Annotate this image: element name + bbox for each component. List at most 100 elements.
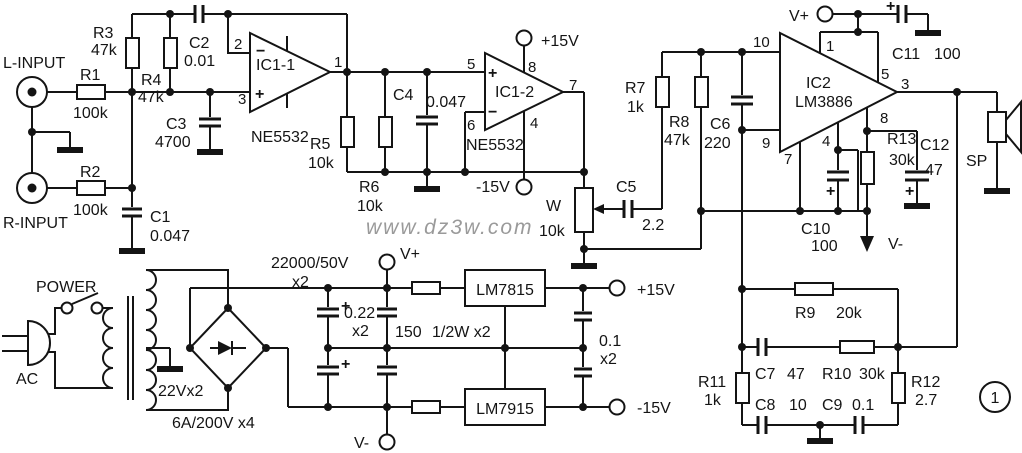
resistor-r2 bbox=[76, 180, 106, 196]
c4-val: 0.047 bbox=[426, 94, 466, 111]
main-caps-qty: x2 bbox=[292, 274, 309, 291]
minus15-preamp-label: -15V bbox=[476, 179, 510, 196]
r4-ref: R4 bbox=[141, 72, 162, 89]
r12-val: 2.7 bbox=[915, 392, 937, 409]
vplus-amp-label: V+ bbox=[789, 8, 809, 25]
r6-ref: R6 bbox=[359, 179, 380, 196]
bridge-label: 6A/200V x4 bbox=[172, 415, 255, 432]
r9-val: 20k bbox=[836, 305, 863, 322]
terminal-minus15-preamp bbox=[515, 178, 533, 196]
r9-ref: R9 bbox=[795, 305, 816, 322]
vminus-psu-label: V- bbox=[354, 435, 369, 452]
c11-val: 100 bbox=[934, 46, 961, 63]
r8-ref: R8 bbox=[669, 114, 690, 131]
ic1b-pin7: 7 bbox=[569, 77, 577, 94]
c12-val: 47 bbox=[925, 162, 943, 179]
terminal-vplus-amp bbox=[816, 5, 834, 23]
ic1b-ref: IC1-2 bbox=[495, 84, 534, 101]
plus15-preamp-label: +15V bbox=[541, 33, 579, 50]
vminus-arrow-icon bbox=[860, 236, 874, 252]
terminal-minus15-psu bbox=[608, 398, 626, 416]
series-res-val: 150 bbox=[395, 324, 422, 341]
ic-symbols bbox=[249, 31, 900, 426]
resistor-r11 bbox=[735, 372, 750, 404]
minus15-psu-label: -15V bbox=[637, 400, 671, 417]
r1-val: 100k bbox=[73, 105, 109, 122]
c7-val: 47 bbox=[787, 366, 805, 383]
lm7915-label: LM7915 bbox=[476, 401, 534, 418]
c3-val: 4700 bbox=[155, 134, 191, 151]
c12-plus-icon: + bbox=[905, 183, 914, 200]
ground-symbols bbox=[57, 30, 1010, 444]
resistor-150-top bbox=[411, 281, 441, 295]
resistor-150-bottom bbox=[411, 400, 441, 414]
ic1b-pin5: 5 bbox=[467, 56, 475, 73]
resistor-r6 bbox=[378, 116, 393, 148]
c7-ref: C7 bbox=[755, 366, 776, 383]
power-amp-ic2 bbox=[779, 31, 900, 154]
ic1a-part: NE5532 bbox=[251, 129, 309, 146]
opamp-ic1-2 bbox=[484, 51, 566, 132]
resistor-r5 bbox=[340, 116, 355, 148]
ic1b-pin6: 6 bbox=[467, 117, 475, 134]
out-caps-val: 0.1 bbox=[599, 333, 621, 350]
r2-val: 100k bbox=[73, 202, 109, 219]
resistors bbox=[76, 37, 906, 414]
main-caps-val: 22000/50V bbox=[271, 255, 349, 272]
transformer-core bbox=[127, 296, 134, 400]
terminal-plus15-preamp bbox=[515, 29, 533, 47]
ic1a-plus-icon: + bbox=[255, 86, 264, 103]
capacitors bbox=[122, 5, 929, 434]
c11-plus-icon: + bbox=[886, 0, 895, 15]
switch-contact-left bbox=[60, 301, 74, 315]
terminal-vplus-psu bbox=[378, 253, 396, 271]
main-cap2-plus-icon: + bbox=[341, 356, 350, 373]
page-badge-circle bbox=[979, 381, 1011, 413]
ac-plug bbox=[27, 319, 51, 367]
ic2-pin8: 8 bbox=[880, 110, 888, 127]
c5-ref: C5 bbox=[616, 179, 637, 196]
ic1b-pin8: 8 bbox=[528, 59, 536, 76]
terminal-vminus-psu bbox=[378, 433, 396, 451]
c3-ref: C3 bbox=[166, 116, 187, 133]
r11-val: 1k bbox=[704, 392, 722, 409]
resistor-r1 bbox=[76, 84, 106, 100]
opamp-ic1-1 bbox=[249, 31, 333, 114]
r13-val: 30k bbox=[889, 152, 916, 169]
r2-ref: R2 bbox=[80, 164, 101, 181]
r13-ref: R13 bbox=[887, 131, 916, 148]
l-input-label: L-INPUT bbox=[3, 55, 65, 72]
power-switch-label: POWER bbox=[36, 279, 96, 296]
ic1b-minus-icon: − bbox=[488, 104, 497, 121]
r7-ref: R7 bbox=[625, 80, 646, 97]
regulator-lm7915-box bbox=[464, 388, 546, 426]
secondary-label: 22Vx2 bbox=[158, 383, 203, 400]
c12-ref: C12 bbox=[920, 137, 949, 154]
r10-ref: R10 bbox=[822, 366, 851, 383]
c1-ref: C1 bbox=[150, 209, 171, 226]
c8-val: 10 bbox=[789, 397, 807, 414]
ic2-pin9: 9 bbox=[762, 135, 770, 152]
resistor-r3 bbox=[125, 37, 140, 69]
c2-val: 0.01 bbox=[184, 53, 215, 70]
terminals bbox=[16, 5, 1022, 451]
c10-plus-icon: + bbox=[826, 183, 835, 200]
r11-ref: R11 bbox=[698, 374, 726, 391]
c10-val: 100 bbox=[811, 238, 838, 255]
resistor-r4 bbox=[163, 37, 178, 69]
pot-wiper-arrow bbox=[593, 204, 604, 214]
c6-ref: C6 bbox=[710, 116, 731, 133]
c6-val: 220 bbox=[704, 135, 731, 152]
r5-ref: R5 bbox=[310, 136, 331, 153]
c8-ref: C8 bbox=[755, 397, 776, 414]
c5-val: 2.2 bbox=[642, 217, 664, 234]
ic2-part: LM3886 bbox=[795, 94, 853, 111]
resistor-r10 bbox=[839, 340, 875, 354]
ic1a-pin3: 3 bbox=[238, 91, 246, 108]
speaker-cone bbox=[1005, 99, 1022, 155]
speaker-label: SP bbox=[966, 153, 987, 170]
ac-label: AC bbox=[16, 371, 38, 388]
pot-ref: W bbox=[546, 198, 562, 215]
watermark: www.dz3w.com bbox=[366, 216, 534, 239]
